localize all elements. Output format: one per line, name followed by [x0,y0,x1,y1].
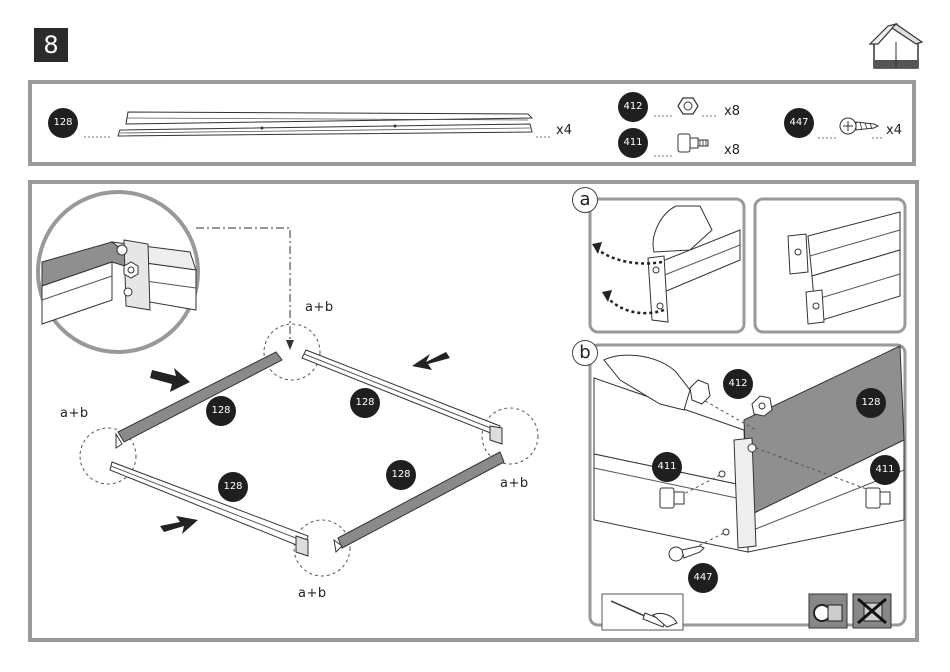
detail-b-badge-411-right: 411 [870,455,900,485]
detail-b-badge-447: 447 [688,563,718,593]
forbidden-tool-icon [852,593,892,629]
screwdriver-icon [601,593,684,631]
detail-b-badge-412: 412 [723,369,753,399]
detail-b-badge-128: 128 [856,388,886,418]
allowed-tool-icon [808,593,848,629]
detail-b-badge-411-left: 411 [652,452,682,482]
detail-b-label: b [572,340,598,366]
